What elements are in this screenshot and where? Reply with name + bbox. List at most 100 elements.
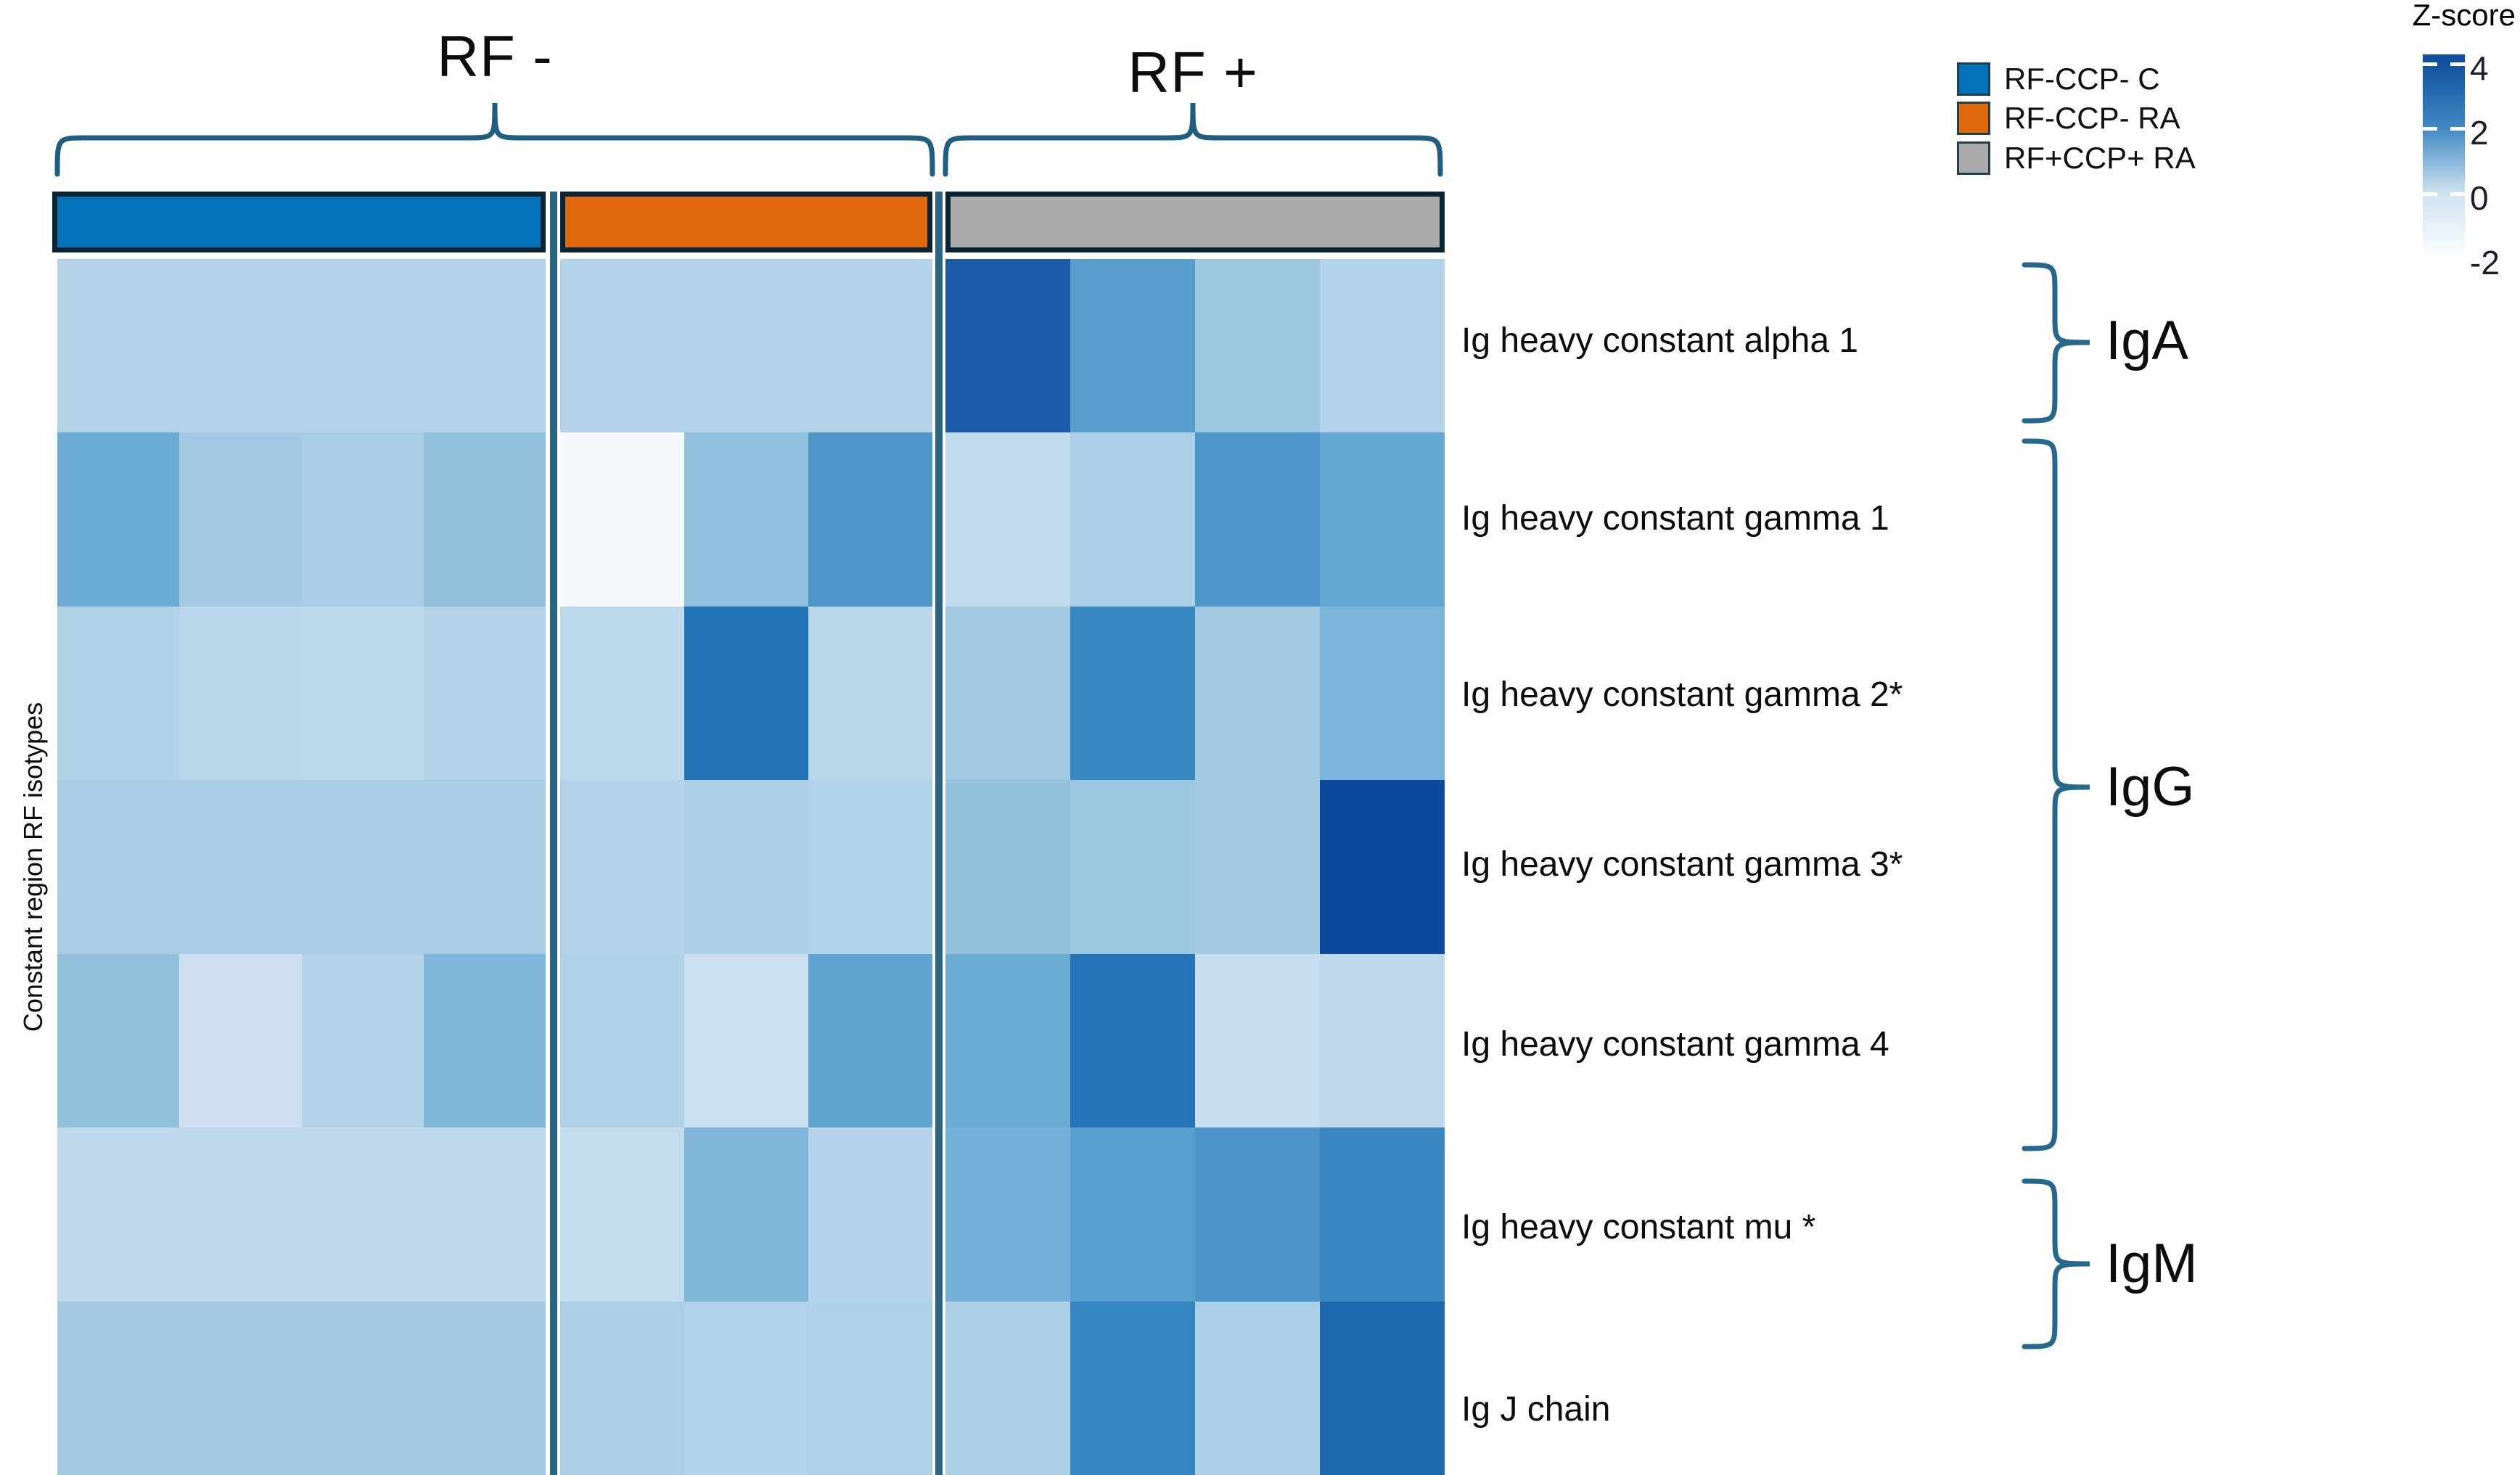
heatmap-cell — [945, 259, 1070, 433]
heatmap-cell — [423, 1301, 546, 1475]
heatmap-cell — [560, 953, 684, 1128]
heatmap-cell — [1195, 953, 1320, 1128]
legend-swatch — [1957, 141, 1990, 175]
colorbar-tick — [2423, 62, 2437, 66]
heatmap-cell — [1195, 1127, 1320, 1302]
heatmap-cell — [945, 1301, 1070, 1475]
heatmap-cell — [57, 1301, 180, 1475]
heatmap-cell — [1195, 259, 1320, 433]
heatmap-cell — [1070, 432, 1195, 607]
colorbar-tick — [2450, 127, 2465, 131]
heatmap-cell — [57, 432, 180, 607]
legend-label: RF+CCP+ RA — [2004, 141, 2196, 175]
colorbar-tick — [2423, 127, 2437, 131]
heatmap-cell — [423, 259, 546, 433]
legend-swatch — [1957, 62, 1990, 96]
group-separator-2 — [935, 192, 943, 1475]
heatmap-cell — [945, 780, 1070, 954]
heatmap-cell — [1320, 953, 1445, 1128]
heatmap-cell — [301, 432, 424, 607]
colorbar-gradient — [2423, 54, 2465, 268]
heatmap-cell — [1070, 1301, 1195, 1475]
row-label: Ig heavy constant gamma 1 — [1461, 499, 1889, 538]
heatmap-cell — [808, 1127, 932, 1302]
isotype-label-iga: IgA — [2106, 310, 2189, 371]
isotype-label-igm: IgM — [2106, 1233, 2198, 1294]
isotype-label-igg: IgG — [2106, 756, 2195, 818]
row-label: Ig heavy constant mu * — [1461, 1208, 1816, 1246]
row-label: Ig heavy constant gamma 3* — [1461, 845, 1903, 884]
heatmap-cell — [1320, 432, 1445, 607]
igg-bracket — [2022, 438, 2090, 1151]
group-separator-1 — [550, 192, 557, 1475]
heatmap-cell — [179, 953, 302, 1128]
heatmap-cell — [1320, 1127, 1445, 1302]
heatmap-cell — [808, 259, 932, 433]
row-label: Ig heavy constant alpha 1 — [1461, 321, 1859, 360]
colorbar-tick-label: 2 — [2470, 114, 2489, 152]
rf-plus-group-title: RF + — [1128, 40, 1258, 104]
rf-minus-group-title: RF - — [437, 24, 553, 89]
colorbar-tick-label: 0 — [2470, 179, 2489, 217]
heatmap-cell — [179, 606, 302, 781]
heatmap-cell — [1070, 259, 1195, 433]
igm-bracket — [2022, 1178, 2090, 1349]
heatmap-cell — [301, 780, 424, 954]
heatmap-cell — [684, 259, 808, 433]
heatmap-group-rf-ccp-ra — [560, 259, 932, 1475]
colorbar-title: Z-score — [2412, 0, 2516, 32]
colorbar-tick-label: -2 — [2470, 244, 2500, 282]
heatmap-cell — [301, 1301, 424, 1475]
heatmap-cell — [1320, 606, 1445, 781]
heatmap-cell — [945, 953, 1070, 1128]
heatmap-cell — [684, 606, 808, 781]
heatmap-cell — [560, 780, 684, 954]
heatmap-cell — [560, 259, 684, 433]
heatmap-cell — [1195, 606, 1320, 781]
heatmap-cell — [301, 606, 424, 781]
heatmap-cell — [179, 259, 302, 433]
heatmap-cell — [808, 432, 932, 607]
heatmap-cell — [560, 432, 684, 607]
heatmap-cell — [1195, 1301, 1320, 1475]
heatmap-cell — [945, 1127, 1070, 1302]
row-label: Ig J chain — [1461, 1390, 1611, 1429]
heatmap-cell — [423, 432, 546, 607]
heatmap-cell — [57, 606, 180, 781]
heatmap-cell — [945, 606, 1070, 781]
heatmap-cell — [179, 1127, 302, 1302]
heatmap-cell — [423, 1127, 546, 1302]
heatmap-cell — [684, 1301, 808, 1475]
heatmap-cell — [560, 606, 684, 781]
column-group-header-rf-ccp-ra — [560, 192, 932, 252]
heatmap-cell — [301, 259, 424, 433]
rf-minus-bracket — [54, 102, 935, 177]
colorbar-tick — [2423, 257, 2437, 260]
heatmap-cell — [808, 606, 932, 781]
heatmap-cell — [179, 780, 302, 954]
column-group-header-rf-ccp-c — [52, 192, 546, 252]
heatmap-cell — [684, 432, 808, 607]
heatmap-cell — [1195, 432, 1320, 607]
heatmap-group-rf-ccp-c — [57, 259, 546, 1475]
row-label: Ig heavy constant gamma 4 — [1461, 1025, 1889, 1064]
colorbar-tick — [2450, 257, 2465, 260]
colorbar-tick — [2423, 192, 2437, 196]
legend-label: RF-CCP- C — [2004, 62, 2160, 96]
heatmap-cell — [808, 953, 932, 1128]
heatmap-cell — [560, 1127, 684, 1302]
heatmap-cell — [57, 953, 180, 1128]
colorbar-tick — [2450, 192, 2465, 196]
heatmap-cell — [423, 780, 546, 954]
heatmap-group-rf+ccp+ra — [945, 259, 1445, 1475]
heatmap-cell — [57, 1127, 180, 1302]
legend-label: RF-CCP- RA — [2004, 101, 2180, 135]
heatmap-cell — [945, 432, 1070, 607]
column-group-header-rf+ccp+ra — [945, 192, 1445, 252]
heatmap-cell — [1070, 606, 1195, 781]
heatmap-cell — [684, 953, 808, 1128]
heatmap-cell — [179, 432, 302, 607]
heatmap-cell — [57, 780, 180, 954]
heatmap-cell — [1320, 1301, 1445, 1475]
